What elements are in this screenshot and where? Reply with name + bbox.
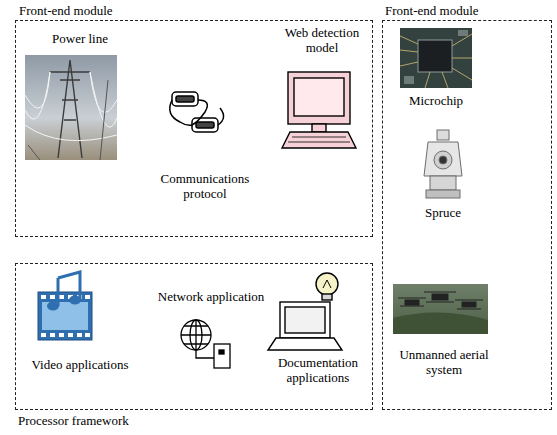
microchip-photo bbox=[400, 28, 472, 88]
globe-network-icon bbox=[181, 320, 230, 368]
video-film-icon bbox=[38, 272, 92, 340]
laptop-bulb-icon bbox=[268, 273, 342, 350]
icon-caption: Spruce bbox=[383, 206, 503, 221]
module-heading: Front-end module bbox=[385, 4, 479, 19]
gimbal-camera-photo bbox=[424, 130, 462, 198]
framework-caption: Processor framework bbox=[18, 414, 129, 429]
module-heading: Front-end module bbox=[19, 4, 113, 19]
communication-handsets-icon bbox=[170, 92, 224, 132]
icon-caption: Communications protocol bbox=[149, 172, 261, 202]
icon-caption: Unmanned aerial system bbox=[389, 348, 499, 378]
icon-caption: Documentation applications bbox=[264, 356, 372, 386]
computer-monitor-icon bbox=[282, 72, 356, 148]
dashed-module-region: Network application bbox=[15, 263, 373, 410]
icon-caption: Web detection model bbox=[276, 26, 368, 56]
group-title: Network application bbox=[131, 290, 291, 305]
drones-photo bbox=[393, 284, 488, 334]
icon-caption: Video applications bbox=[10, 358, 150, 373]
power-line-photo bbox=[25, 55, 117, 160]
icon-caption: Power line bbox=[20, 32, 140, 47]
icon-caption: Microchip bbox=[376, 94, 496, 109]
